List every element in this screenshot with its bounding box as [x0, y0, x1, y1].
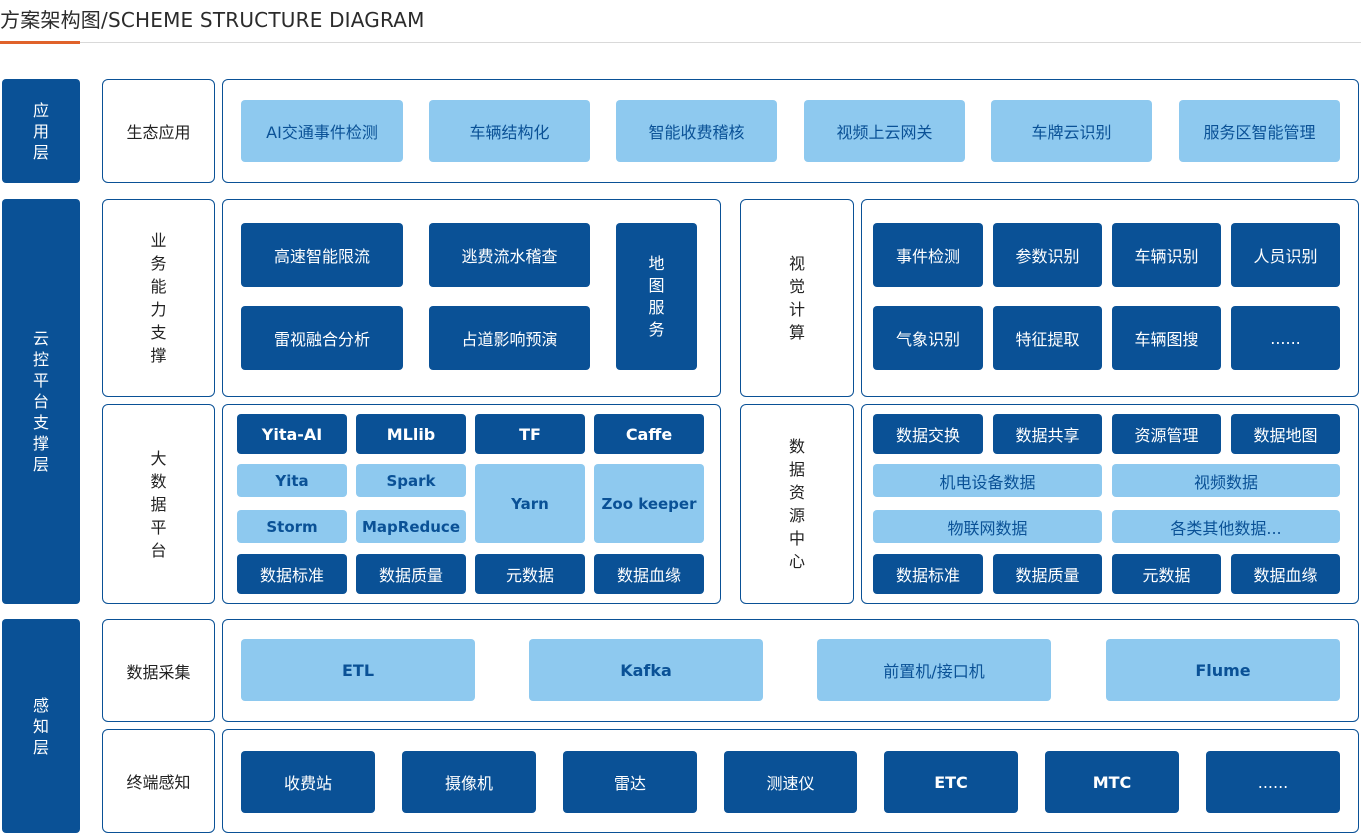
bigdata-governance-item: 数据标准	[237, 554, 347, 594]
terminal-item: ......	[1206, 751, 1340, 813]
business-item: 逃费流水稽查	[429, 223, 590, 287]
terminal-item: 测速仪	[724, 751, 857, 813]
datacenter-governance-item: 数据血缘	[1231, 554, 1340, 594]
collect-category-label: 数据采集	[126, 662, 191, 682]
datacenter-category-label: 数据资源中心	[788, 437, 805, 571]
bigdata-governance-item: 元数据	[475, 554, 585, 594]
bigdata-engine-item: Yita	[237, 464, 347, 497]
collect-item: ETL	[241, 639, 475, 701]
bigdata-engine-item: MapReduce	[356, 510, 466, 543]
app-item: 车辆结构化	[429, 100, 590, 162]
datacenter-source-item: 机电设备数据	[873, 464, 1102, 497]
app-item: 视频上云网关	[804, 100, 965, 162]
business-item: 占道影响预演	[429, 306, 590, 370]
terminal-item: ETC	[884, 751, 1018, 813]
app-category-label: 生态应用	[126, 123, 191, 142]
datacenter-top-item: 数据交换	[873, 414, 983, 454]
business-category-box: 业务能力支撑	[102, 199, 215, 397]
app-item: AI交通事件检测	[241, 100, 403, 162]
map-service-label: 地图服务	[648, 253, 665, 339]
business-item: 雷视融合分析	[241, 306, 403, 370]
app-category-box: 生态应用	[102, 79, 215, 183]
app-item: 车牌云识别	[991, 100, 1152, 162]
datacenter-governance-item: 元数据	[1112, 554, 1221, 594]
bigdata-top-item: Caffe	[594, 414, 704, 454]
terminal-category-box: 终端感知	[102, 729, 215, 833]
title-accent-bar	[0, 41, 80, 44]
terminal-item: MTC	[1045, 751, 1179, 813]
page-title: 方案架构图/SCHEME STRUCTURE DIAGRAM	[0, 8, 425, 32]
vision-category-label: 视觉计算	[788, 254, 805, 342]
vision-item: 人员识别	[1231, 223, 1340, 287]
datacenter-top-item: 资源管理	[1112, 414, 1221, 454]
vision-item: 特征提取	[993, 306, 1102, 370]
bigdata-category-label: 大数据平台	[150, 448, 167, 560]
datacenter-top-item: 数据共享	[993, 414, 1102, 454]
datacenter-governance-item: 数据质量	[993, 554, 1102, 594]
bigdata-governance-item: 数据质量	[356, 554, 466, 594]
collect-item: Kafka	[529, 639, 763, 701]
datacenter-top-item: 数据地图	[1231, 414, 1340, 454]
map-service-item: 地图服务	[616, 223, 697, 370]
bigdata-engine-item: Spark	[356, 464, 466, 497]
datacenter-source-item: 各类其他数据...	[1112, 510, 1340, 543]
layer-perception: 感知层	[2, 619, 80, 833]
vision-item: ......	[1231, 306, 1340, 370]
datacenter-source-item: 视频数据	[1112, 464, 1340, 497]
business-item: 高速智能限流	[241, 223, 403, 287]
datacenter-governance-item: 数据标准	[873, 554, 983, 594]
datacenter-category-box: 数据资源中心	[740, 404, 854, 604]
layer-cloud-platform: 云控平台支撑层	[2, 199, 80, 604]
terminal-item: 收费站	[241, 751, 375, 813]
bigdata-top-item: TF	[475, 414, 585, 454]
yarn-item: Yarn	[475, 464, 585, 543]
layer-cloud-platform-label: 云控平台支撑层	[32, 329, 49, 474]
title-divider	[0, 42, 1361, 43]
bigdata-engine-item: Storm	[237, 510, 347, 543]
vision-category-box: 视觉计算	[740, 199, 854, 397]
layer-application-label: 应用层	[32, 100, 49, 162]
datacenter-source-item: 物联网数据	[873, 510, 1102, 543]
vision-item: 事件检测	[873, 223, 983, 287]
vision-item: 气象识别	[873, 306, 983, 370]
vision-item: 车辆图搜	[1112, 306, 1221, 370]
app-item: 服务区智能管理	[1179, 100, 1340, 162]
bigdata-category-box: 大数据平台	[102, 404, 215, 604]
collect-item: 前置机/接口机	[817, 639, 1051, 701]
bigdata-top-item: Yita-AI	[237, 414, 347, 454]
business-category-label: 业务能力支撑	[150, 231, 167, 365]
app-item: 智能收费稽核	[616, 100, 777, 162]
terminal-item: 摄像机	[402, 751, 536, 813]
vision-item: 车辆识别	[1112, 223, 1221, 287]
vision-item: 参数识别	[993, 223, 1102, 287]
collect-item: Flume	[1106, 639, 1340, 701]
app-items-container	[222, 79, 1359, 183]
bigdata-governance-item: 数据血缘	[594, 554, 704, 594]
layer-perception-label: 感知层	[32, 695, 49, 757]
collect-category-box: 数据采集	[102, 619, 215, 722]
zookeeper-item: Zoo keeper	[594, 464, 704, 543]
bigdata-top-item: MLlib	[356, 414, 466, 454]
terminal-category-label: 终端感知	[126, 773, 191, 792]
layer-application: 应用层	[2, 79, 80, 183]
terminal-item: 雷达	[563, 751, 697, 813]
